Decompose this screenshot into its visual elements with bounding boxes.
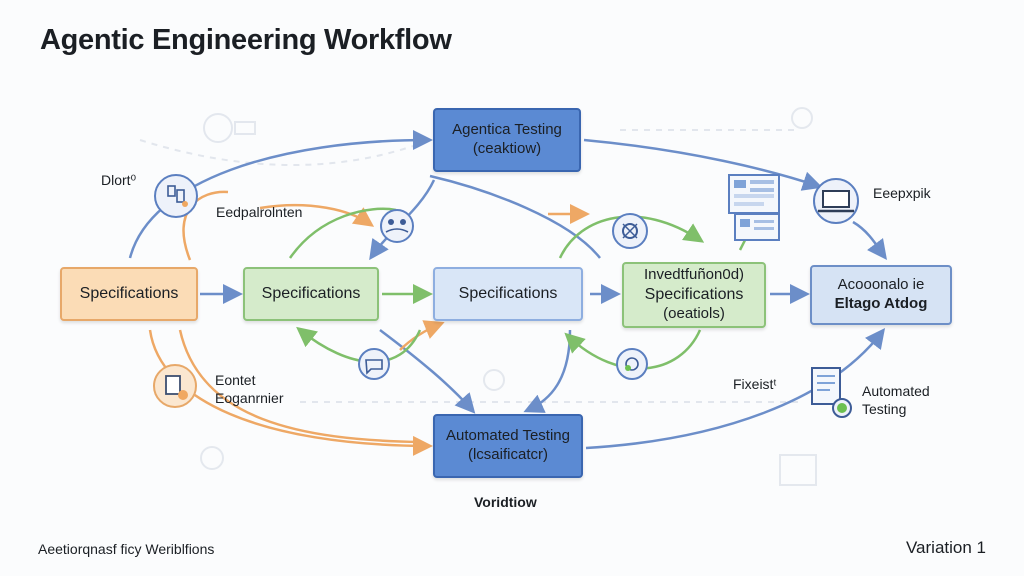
green-right-line3: (oeatiols) (663, 305, 725, 322)
agentic-testing-title: Agentica Testing (452, 121, 562, 139)
document-check-icon (153, 364, 197, 408)
label-right-top: Eeepxpik (873, 185, 931, 201)
specifications-node-blue[interactable]: Specifications (433, 267, 583, 321)
label-right-bottom-b2: Testing (862, 401, 907, 417)
right-output-node[interactable]: Acooonalo ie Eltago Atdog (810, 265, 952, 325)
agentic-testing-node[interactable]: Agentica Testing (ceaktiow) (433, 108, 581, 172)
dashboard-document-icon (728, 174, 780, 241)
right-output-line1: Acooonalo ie (837, 276, 925, 294)
checklist-icon (811, 367, 852, 418)
label-top-left: Dlort⁰ (101, 172, 137, 188)
specifications-node-orange[interactable]: Specifications (60, 267, 198, 321)
label-left-bottom-1: Eontet (215, 372, 256, 388)
label-under-bottom: Voridtiow (474, 494, 537, 510)
chat-icon (358, 348, 390, 380)
green-right-line1: Invedtfuñon0d) (643, 266, 745, 284)
agentic-testing-subtitle: (ceaktiow) (472, 140, 542, 157)
green-right-line2: Specifications (644, 286, 744, 303)
automated-testing-node[interactable]: Automated Testing (lcsaificatcr) (433, 414, 583, 478)
specifications-orange-label: Specifications (79, 285, 179, 302)
page-title: Agentic Engineering Workflow (40, 24, 452, 56)
people-icon (154, 174, 198, 218)
automated-testing-subtitle: (lcsaificatcr) (467, 446, 548, 463)
label-right-bottom-b1: Automated (862, 383, 930, 399)
gear-cycle-icon (612, 213, 648, 249)
refresh-icon (616, 348, 648, 380)
laptop-icon (813, 178, 859, 224)
specifications-node-green[interactable]: Specifications (243, 267, 379, 321)
team-icon (380, 209, 414, 243)
automated-testing-title: Automated Testing (446, 427, 570, 445)
specifications-node-green-right[interactable]: Invedtfuñon0d) Specifications (oeatiols) (622, 262, 766, 328)
specifications-green-label: Specifications (261, 285, 361, 302)
specifications-blue-label: Specifications (458, 285, 558, 302)
variation-label: Variation 1 (905, 538, 986, 557)
label-left-mid: Eedpalrolnten (216, 204, 303, 220)
right-output-line2: Eltago Atdog (834, 295, 928, 312)
label-right-bottom-a: Fixeistᵗ (733, 376, 777, 392)
footer-caption: Aeetiorqnasf ficy Weriblfions (38, 541, 215, 557)
label-left-bottom-2: Eoganrnier (215, 390, 284, 406)
